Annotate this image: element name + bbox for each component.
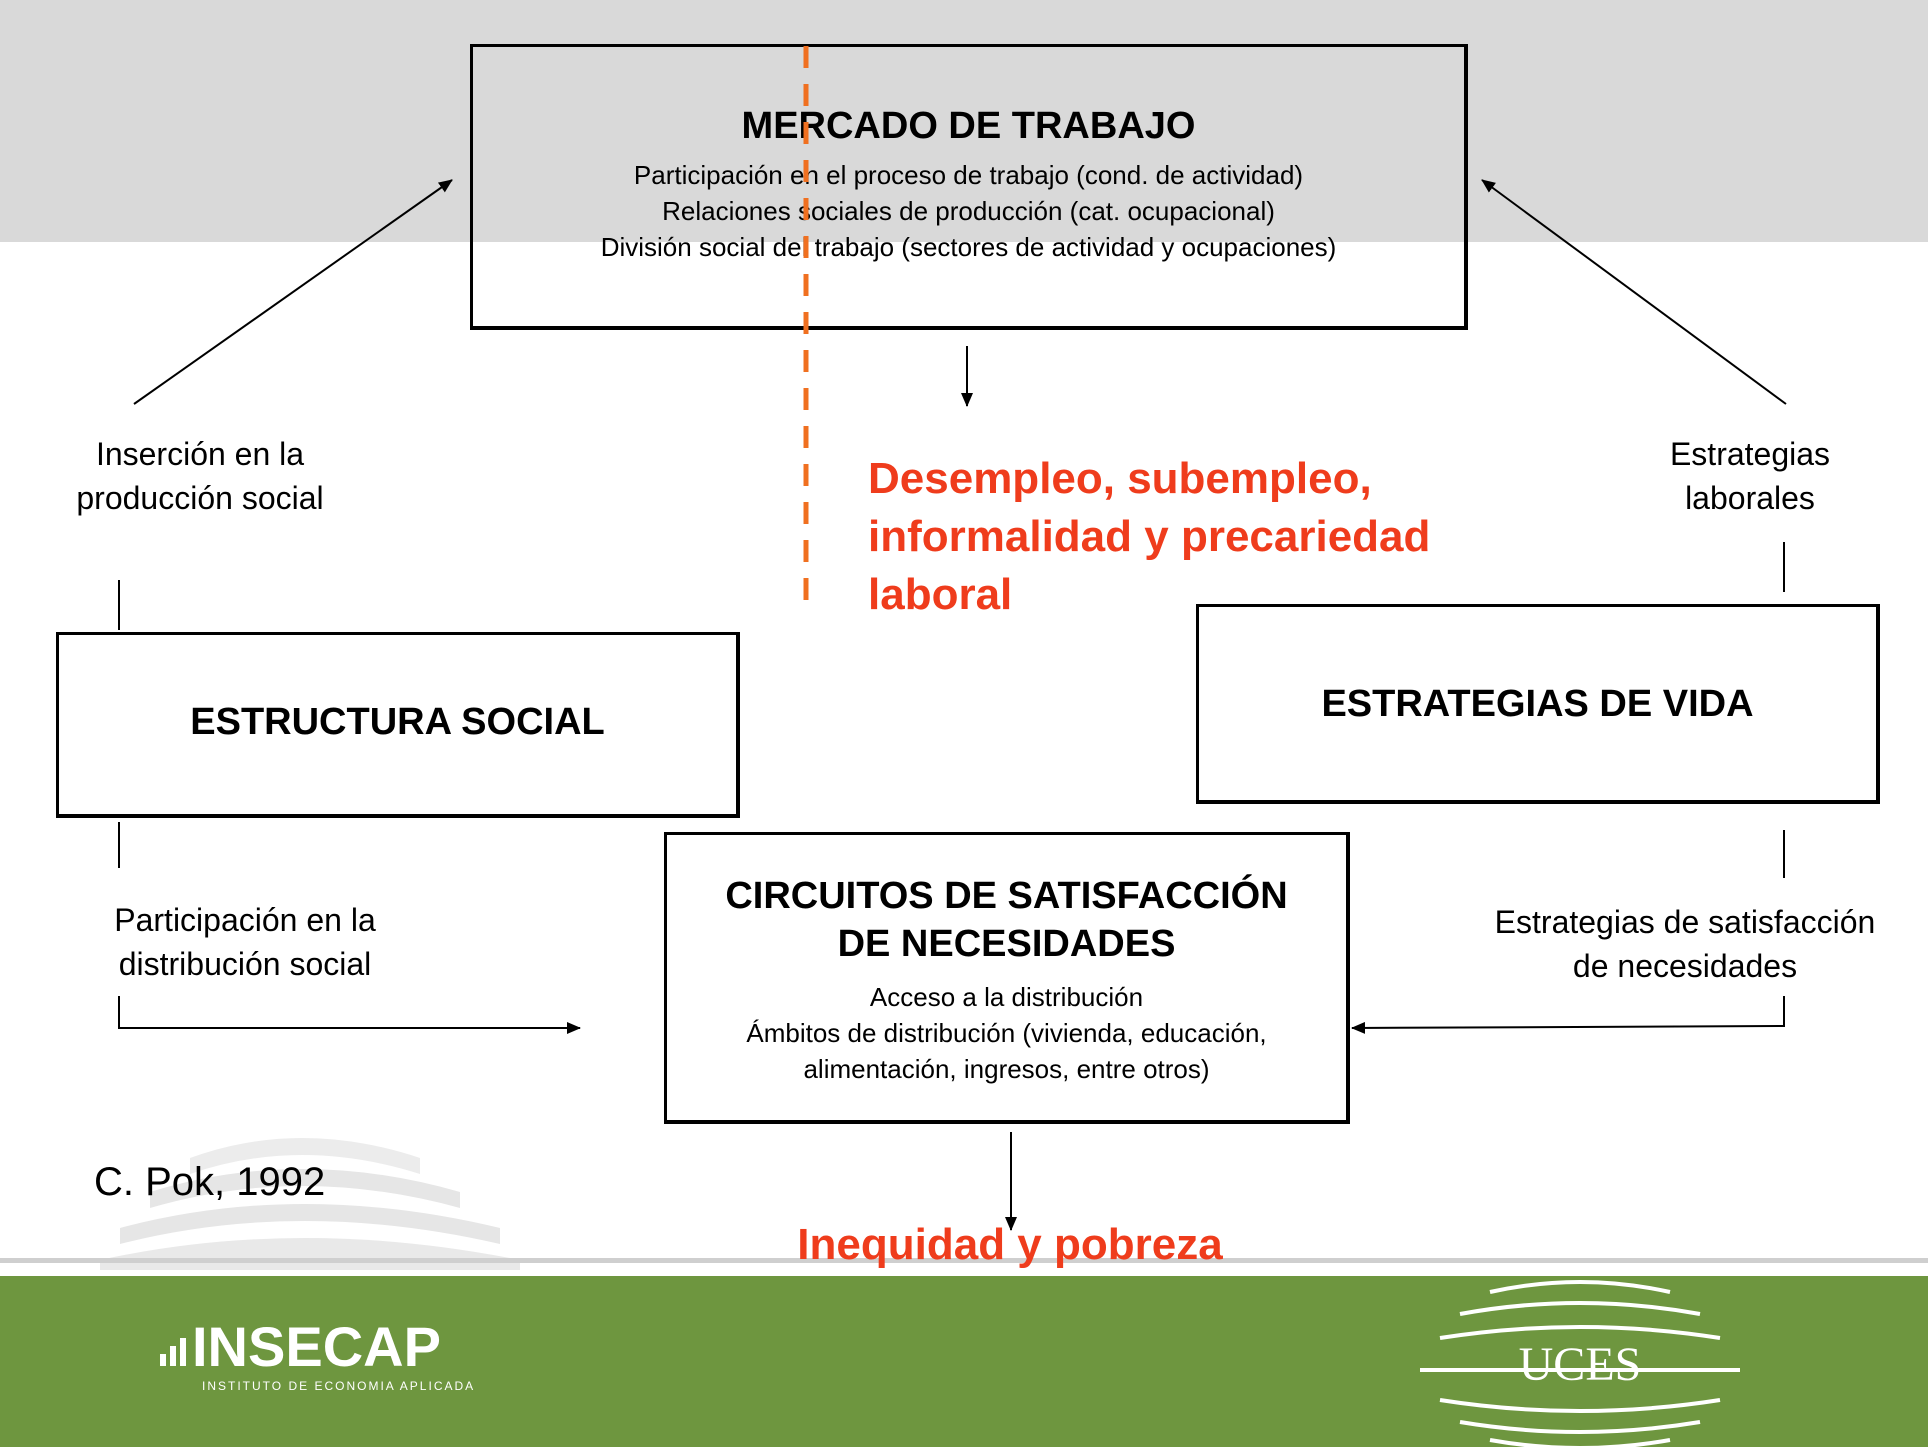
outcome-desempleo-line-1: Desempleo, subempleo, (868, 454, 1372, 503)
label-insercion: Inserción en la producción social (40, 432, 360, 520)
circuitos-title-line-2: DE NECESIDADES (837, 923, 1176, 965)
outcome-inequidad: Inequidad y pobreza (797, 1220, 1223, 1269)
arrow-satisfaccion-to-circuitos (1351, 996, 1785, 1034)
insecap-logo: INSECAP INSTITUTO DE ECONOMIA APLICADA (160, 1318, 475, 1393)
circuitos-title-line-1: CIRCUITOS DE SATISFACCIÓN (725, 875, 1288, 917)
outcome-desempleo-line-2: informalidad y precariedad (868, 512, 1431, 561)
insecap-name: INSECAP (192, 1318, 441, 1378)
citation: C. Pok, 1992 (94, 1160, 326, 1204)
label-participacion-line-1: Participación en la (114, 902, 376, 938)
label-estrategias-satisfaccion: Estrategias de satisfacción de necesidad… (1440, 900, 1928, 988)
estructura-title: ESTRUCTURA SOCIAL (190, 701, 605, 743)
label-insercion-line-1: Inserción en la (95, 436, 305, 472)
label-satisfaccion-line-1: Estrategias de satisfacción (1494, 904, 1876, 940)
circuitos-box: CIRCUITOS DE SATISFACCIÓN DE NECESIDADES… (664, 832, 1350, 1124)
uces-name: UCES (1519, 1338, 1642, 1391)
label-participacion-line-2: distribución social (118, 946, 372, 982)
circuitos-line-3: alimentación, ingresos, entre otros) (803, 1054, 1210, 1084)
label-laborales-line-2: laborales (1685, 480, 1815, 516)
mercado-line-3: División social del trabajo (sectores de… (600, 232, 1337, 262)
label-laborales-line-1: Estrategias (1669, 436, 1831, 472)
footer-separator-line (0, 1258, 1928, 1263)
label-insercion-line-2: producción social (76, 480, 324, 516)
outcome-desempleo: Desempleo, subempleo, informalidad y pre… (868, 450, 1430, 624)
circuitos-line-1: Acceso a la distribución (869, 982, 1144, 1012)
mercado-de-trabajo-box: MERCADO DE TRABAJO Participación en el p… (470, 44, 1468, 330)
circuitos-line-2: Ámbitos de distribución (vivienda, educa… (746, 1018, 1267, 1048)
arrow-participacion-to-circuitos (118, 996, 581, 1034)
insecap-tagline: INSTITUTO DE ECONOMIA APLICADA (202, 1379, 475, 1393)
mercado-line-1: Participación en el proceso de trabajo (… (633, 160, 1304, 190)
label-satisfaccion-line-2: de necesidades (1572, 948, 1798, 984)
estrategias-title: ESTRATEGIAS DE VIDA (1321, 683, 1754, 725)
arrow-insercion-to-mercado (133, 179, 453, 405)
top-gray-band (0, 0, 1928, 242)
estrategias-de-vida-box: ESTRATEGIAS DE VIDA (1196, 604, 1880, 804)
arrow-laborales-to-mercado (1481, 179, 1787, 405)
estructura-social-box: ESTRUCTURA SOCIAL (56, 632, 740, 818)
label-estrategias-laborales: Estrategias laborales (1600, 432, 1900, 520)
label-participacion: Participación en la distribución social (60, 898, 430, 986)
outcome-desempleo-line-3: laboral (868, 570, 1013, 619)
mercado-line-2: Relaciones sociales de producción (cat. … (662, 196, 1275, 226)
uces-logo: UCES (1420, 1280, 1740, 1447)
mercado-title: MERCADO DE TRABAJO (741, 105, 1196, 147)
